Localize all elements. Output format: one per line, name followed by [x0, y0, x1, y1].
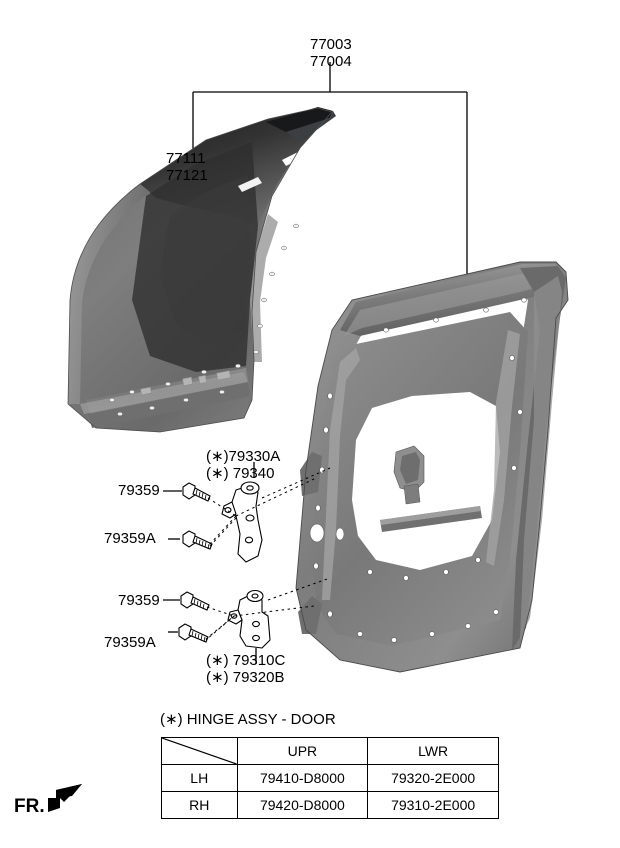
cell-lh-upr: 79410-D8000: [236, 764, 369, 792]
table-corner-cell: [161, 737, 238, 765]
callout-bolt-79359-lower-label: 79359: [118, 592, 160, 609]
hinge-upper-part: [221, 481, 263, 563]
table-row: LH 79410-D8000 79320-2E000: [161, 764, 499, 792]
outer-door-panel: [67, 107, 336, 433]
callout-panel-outer-label: 77111 77121: [166, 150, 208, 184]
callout-hinge-lower-label: (∗) 79310C (∗) 79320B: [206, 652, 286, 686]
bolt-79359-lower: [180, 591, 210, 611]
callout-bolt-79359a-upper-label: 79359A: [104, 530, 156, 547]
hinge-lower-part: [227, 589, 271, 649]
row-label-lh: LH: [161, 764, 238, 792]
callout-door-assy-label: 77003 77004: [310, 36, 352, 70]
orientation-label: FR.: [14, 796, 45, 817]
cell-lh-lwr: 79320-2E000: [367, 764, 499, 792]
bolt-79359-upper: [182, 482, 211, 502]
column-header-upr: UPR: [236, 737, 369, 765]
assembly-guide-lines: [205, 467, 331, 641]
column-header-lwr: LWR: [367, 737, 499, 765]
hinge-table-title: (∗) HINGE ASSY - DOOR: [160, 711, 336, 728]
table-header-row: UPR LWR: [161, 737, 499, 765]
row-label-rh: RH: [161, 791, 238, 819]
hinge-assy-table: UPR LWR LH 79410-D8000 79320-2E000 RH 79…: [161, 737, 499, 819]
table-row: RH 79420-D8000 79310-2E000: [161, 791, 499, 819]
bolt-79359a-lower: [178, 623, 209, 643]
callout-hinge-upper-label: (∗)79330A (∗) 79340: [206, 448, 281, 482]
callout-bolt-79359a-lower-label: 79359A: [104, 634, 156, 651]
bolt-79359a-upper: [182, 530, 213, 550]
leader-lines-hinges: [163, 462, 257, 664]
inner-door-frame: [295, 261, 569, 673]
fr-arrow-icon: [48, 784, 82, 812]
corner-diagonal-line: [162, 738, 237, 764]
callout-bolt-79359-upper-label: 79359: [118, 482, 160, 499]
cell-rh-upr: 79420-D8000: [236, 791, 369, 819]
cell-rh-lwr: 79310-2E000: [367, 791, 499, 819]
